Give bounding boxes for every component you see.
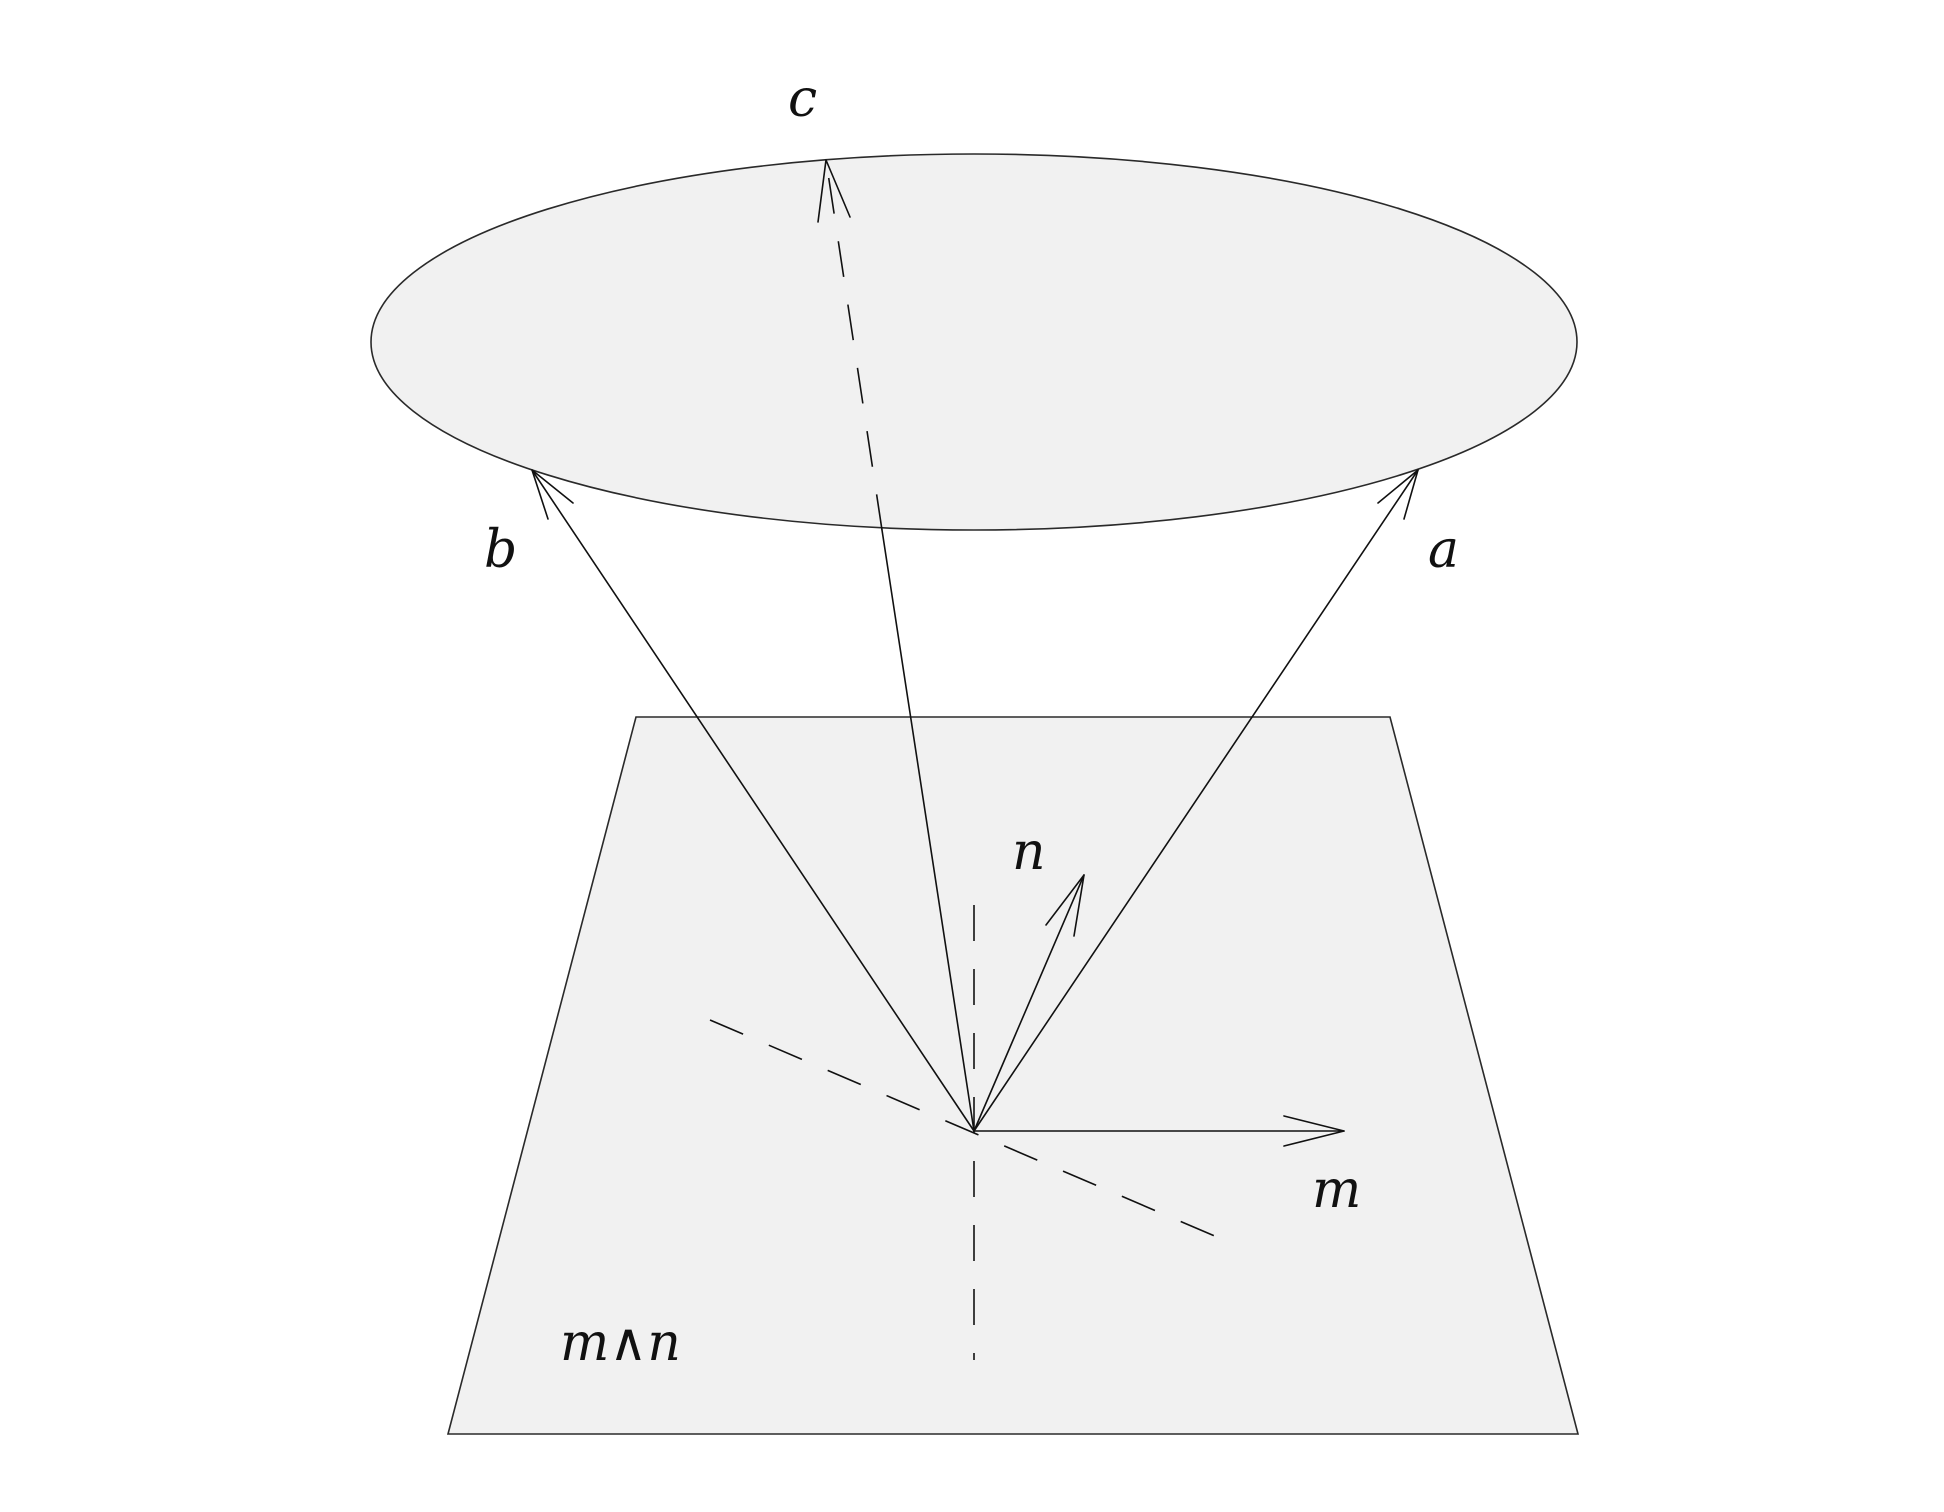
vector-a-arrowhead [1377,469,1419,520]
circle-ellipse [370,153,1578,531]
vector-c-arrowhead [817,159,851,223]
label-a: a [1428,520,1459,580]
vector-m-arrowhead [1283,1115,1345,1147]
label-b: b [484,520,517,580]
label-m: m [1312,1160,1361,1220]
vector-n [973,874,1085,1132]
vector-c-solid [881,529,975,1132]
label-c: c [788,69,817,129]
vector-n-arrowhead [1045,874,1085,937]
plane-trapezoid [446,716,1580,1435]
label-n: n [1012,822,1046,882]
vector-a [973,469,1419,1132]
vector-b [531,469,975,1132]
label-plane: m∧n [560,1313,681,1373]
vector-b-arrowhead [531,469,574,520]
